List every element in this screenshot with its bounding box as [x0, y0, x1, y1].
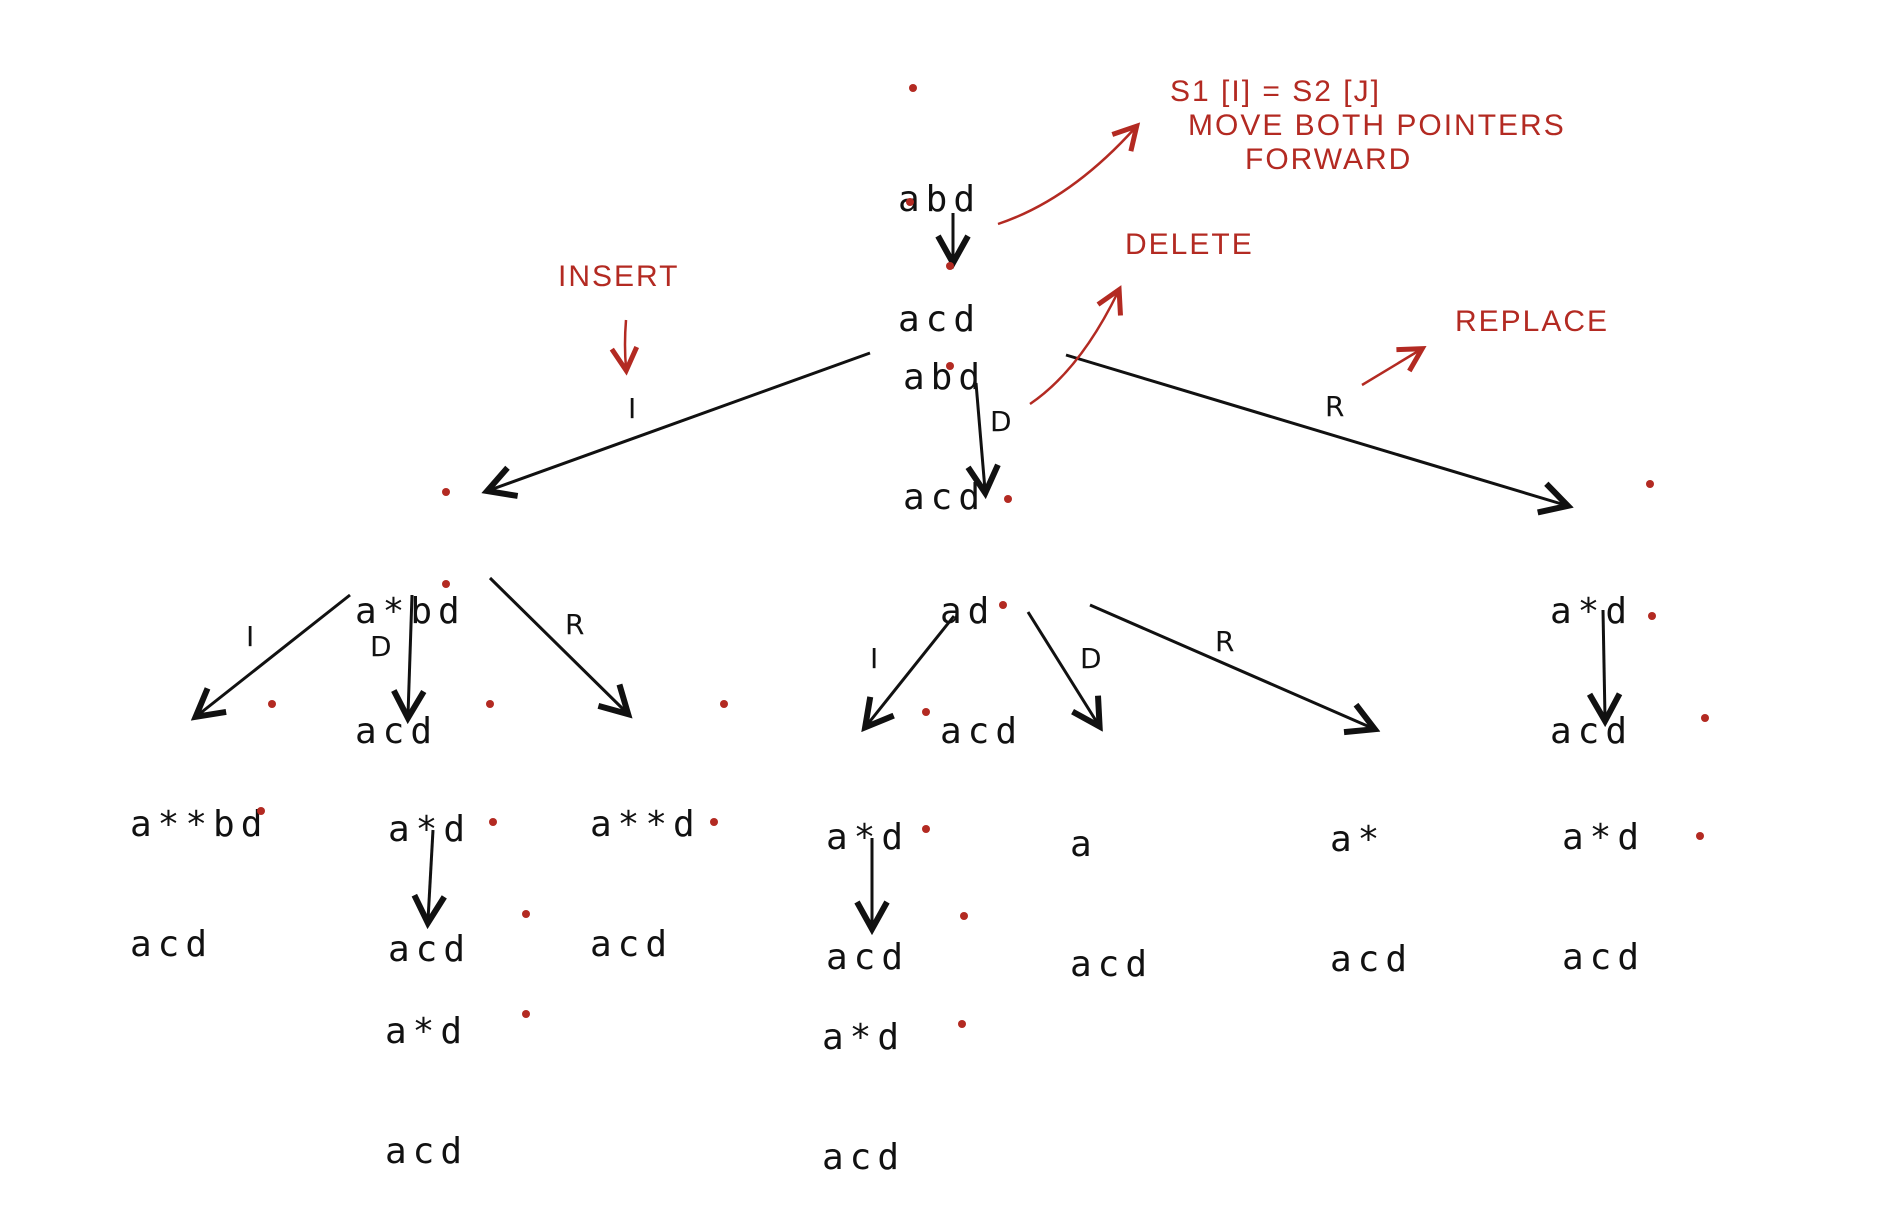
node-delete-s2: acd — [940, 711, 1024, 752]
node-replace-s2: acd — [1550, 711, 1634, 752]
node-del-i-next-s2: acd — [822, 1137, 906, 1178]
node-replace-next-s1: a*d — [1562, 817, 1646, 858]
edge-label-ins-i: I — [246, 620, 255, 653]
node-ins-d-s1: a*d — [388, 809, 472, 850]
pointer-dot — [522, 910, 530, 918]
node-del-i-s1: a*d — [826, 817, 910, 858]
node-ins-r: a**d acd — [590, 725, 701, 1005]
edge-level1-delete — [976, 382, 985, 490]
node-delete: ad acd — [940, 512, 1023, 792]
pointer-dot — [922, 708, 930, 716]
node-replace-next: a*d acd — [1562, 738, 1645, 1018]
node-del-i: a*d acd — [826, 738, 909, 1018]
edge-ins-r — [488, 576, 626, 712]
edge-ins-d-next — [428, 829, 433, 920]
pointer-dot — [710, 818, 718, 826]
node-level1: abd acd — [903, 278, 986, 558]
node-ins-i: a**bd acd — [130, 725, 268, 1005]
pointer-dot — [906, 198, 914, 206]
pointer-dot — [522, 1010, 530, 1018]
node-ins-d-next-s1: a*d — [385, 1011, 469, 1052]
pointer-dot — [442, 488, 450, 496]
edge-del-d — [1026, 611, 1098, 724]
node-del-d-s1: a — [1070, 824, 1098, 865]
edge-label-del-i: I — [870, 642, 879, 675]
node-del-d: a acd — [1070, 745, 1153, 1025]
pointer-dot — [1004, 495, 1012, 503]
edge-label-del-r: R — [1215, 625, 1235, 658]
node-ins-d-s2: acd — [388, 929, 472, 970]
annotation-match-line3: FORWARD — [1245, 143, 1413, 176]
pointer-dot — [960, 912, 968, 920]
arrow-replace-annotation — [1361, 350, 1420, 387]
pointer-dot — [1646, 480, 1654, 488]
edge-rep-next — [1603, 609, 1605, 718]
node-level1-s1: abd — [903, 357, 987, 398]
node-level1-s2: acd — [903, 477, 987, 518]
pointer-dot — [922, 825, 930, 833]
node-ins-i-s2: acd — [130, 924, 214, 965]
node-ins-d: a*d acd — [388, 730, 471, 1010]
pointer-dot — [442, 580, 450, 588]
pointer-dot — [720, 700, 728, 708]
edge-ins-d — [408, 594, 412, 715]
node-del-i-s2: acd — [826, 937, 910, 978]
edge-level1-insert — [490, 351, 871, 490]
pointer-dot — [999, 601, 1007, 609]
node-root-s2: acd — [898, 299, 982, 340]
node-ins-r-s1: a**d — [590, 804, 701, 845]
node-replace-next-s2: acd — [1562, 937, 1646, 978]
annotation-match-line2: MOVE BOTH POINTERS — [1188, 109, 1566, 142]
annotation-replace: REPLACE — [1455, 305, 1610, 338]
arrow-delete-annotation — [1029, 292, 1118, 406]
node-replace-s1: a*d — [1550, 591, 1634, 632]
edge-del-i — [867, 615, 956, 725]
pointer-dot — [958, 1020, 966, 1028]
pointer-dot — [268, 700, 276, 708]
edge-label-delete-top: D — [990, 405, 1012, 438]
node-ins-d-next-s2: acd — [385, 1131, 469, 1172]
node-del-i-next-s1: a*d — [822, 1017, 906, 1058]
arrow-match-annotation — [997, 128, 1135, 226]
edge-label-ins-d: D — [370, 630, 392, 663]
annotation-delete: DELETE — [1125, 228, 1254, 261]
edge-label-del-d: D — [1080, 642, 1102, 675]
pointer-dot — [1701, 714, 1709, 722]
annotation-insert: INSERT — [558, 260, 680, 293]
node-del-d-s2: acd — [1070, 944, 1154, 985]
node-insert-s1: a*bd — [355, 591, 466, 632]
node-del-r: a* acd — [1330, 740, 1413, 1020]
node-insert: a*bd acd — [355, 512, 466, 792]
edge-label-replace-top: R — [1325, 390, 1345, 423]
edge-label-insert-top: I — [628, 392, 637, 425]
node-del-r-s1: a* — [1330, 819, 1386, 860]
pointer-dot — [946, 362, 954, 370]
pointer-dot — [486, 700, 494, 708]
annotation-match: S1 [I] = S2 [J] MOVE BOTH POINTERS FORWA… — [1170, 75, 1566, 177]
node-del-r-s2: acd — [1330, 939, 1414, 980]
node-ins-i-s1: a**bd — [130, 804, 269, 845]
edge-label-ins-r: R — [565, 608, 585, 641]
pointer-dot — [1696, 832, 1704, 840]
pointer-dot — [909, 84, 917, 92]
edge-del-r — [1089, 603, 1372, 728]
node-ins-d-next: a*d acd — [385, 932, 468, 1212]
node-delete-s1: ad — [940, 591, 996, 632]
edge-ins-i — [198, 593, 351, 715]
pointer-dot — [1648, 612, 1656, 620]
pointer-dot — [489, 818, 497, 826]
arrow-insert-annotation — [625, 319, 626, 368]
edge-level1-replace — [1065, 353, 1565, 505]
node-insert-s2: acd — [355, 711, 439, 752]
node-ins-r-s2: acd — [590, 924, 674, 965]
annotation-match-line1: S1 [I] = S2 [J] — [1170, 75, 1381, 108]
node-del-i-next: a*d acd — [822, 938, 905, 1218]
node-replace: a*d acd — [1550, 512, 1633, 792]
pointer-dot — [257, 807, 265, 815]
pointer-dot — [946, 262, 954, 270]
